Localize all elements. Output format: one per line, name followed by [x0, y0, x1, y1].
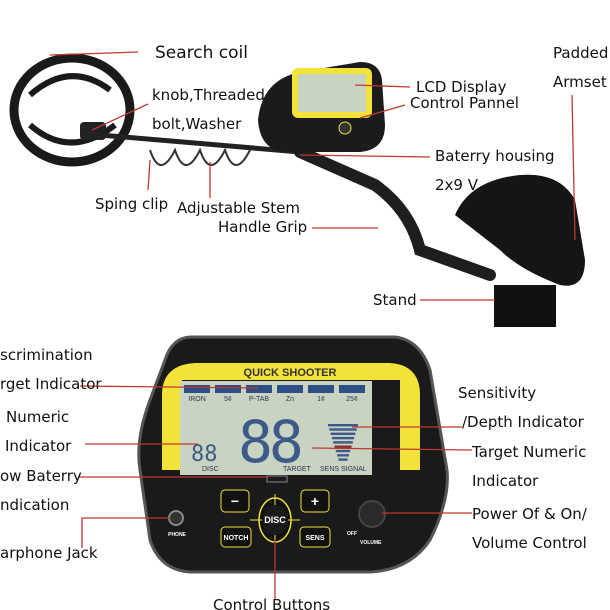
category-label: 5¢ — [224, 396, 232, 403]
disc-label: DISC — [202, 466, 219, 473]
volume-knob[interactable]: OFF VOLUME — [347, 500, 386, 546]
label-discrimination-line1: scrimination — [0, 346, 93, 364]
label-sensitivity-line2: /Depth Indicator — [462, 413, 585, 431]
disc-digits: 88 — [191, 442, 218, 467]
sens-bar — [337, 454, 349, 457]
sens-bar — [338, 458, 348, 461]
yellow-frame — [162, 363, 420, 470]
label-knob-line2: bolt,Washer — [152, 115, 242, 133]
label-control-panel: Control Pannel — [410, 94, 519, 112]
armrest — [455, 174, 585, 286]
label-sensitivity-line1: Sensitivity — [458, 384, 536, 402]
svg-text:VOLUME: VOLUME — [360, 540, 382, 546]
plus-button[interactable]: + — [300, 489, 330, 513]
sens-bar — [329, 428, 357, 431]
label-battery-line1: ow Baterry — [0, 467, 82, 485]
category-label: P-TAB — [249, 396, 269, 403]
svg-text:+: + — [311, 493, 319, 509]
label-handle-grip: Handle Grip — [218, 218, 307, 236]
target-label: TARGET — [283, 466, 312, 473]
category-label: 1¢ — [317, 396, 325, 403]
sens-bar — [331, 436, 355, 440]
low-battery-icon — [266, 475, 288, 483]
category-bar — [184, 385, 210, 393]
label-lcd-display: LCD Display — [416, 78, 507, 96]
disc-button[interactable]: DISC — [250, 494, 300, 546]
sens-signal-bars — [328, 424, 358, 461]
label-discrimination-line2: rget Indicator — [0, 375, 102, 393]
label-earphone: arphone Jack — [0, 544, 98, 562]
category-label: 25¢ — [346, 396, 358, 403]
callout-lines-top — [49, 51, 576, 301]
category-bar — [215, 385, 241, 393]
category-label: IRON — [188, 396, 206, 403]
callout-lines-bottom — [78, 385, 473, 600]
category-label: Zn — [286, 396, 294, 403]
label-numeric-line2: Indicator — [5, 437, 72, 455]
label-numeric-line1: Numeric — [6, 408, 69, 426]
sens-bar — [335, 449, 351, 453]
category-bar — [246, 385, 272, 393]
sens-bar — [330, 432, 356, 435]
stand — [494, 285, 556, 327]
minus-button[interactable]: − — [220, 489, 250, 513]
search-coil — [9, 53, 135, 167]
mini-lcd — [298, 74, 366, 112]
label-battery-line2: ndication — [0, 496, 69, 514]
label-adjustable-stem: Adjustable Stem — [177, 199, 300, 217]
label-battery-housing: Baterry housing — [435, 147, 555, 165]
label-padded-line2: Armset — [553, 73, 607, 91]
category-bar — [339, 385, 365, 393]
svg-text:−: − — [231, 493, 239, 509]
sens-bar — [328, 424, 358, 427]
sens-signal-label: SENS SIGNAL — [320, 466, 367, 473]
svg-text:PHONE: PHONE — [168, 532, 186, 538]
control-box-closeup: QUICK SHOOTER IRON 5¢ P-TAB Zn 1¢ 25¢ 88 DISC… — [137, 335, 449, 574]
svg-text:NOTCH: NOTCH — [224, 535, 249, 542]
lower-stem — [99, 132, 301, 155]
category-bar — [308, 385, 334, 393]
label-target-line1: Target Numeric — [471, 443, 586, 461]
metal-detector-illustration — [9, 53, 585, 327]
svg-text:DISC: DISC — [264, 515, 286, 525]
label-battery-spec: 2x9 V — [435, 176, 479, 194]
mini-buttons — [338, 121, 352, 135]
label-stand: Stand — [373, 291, 417, 309]
target-digits: 88 — [238, 408, 301, 476]
brand-label: QUICK SHOOTER — [244, 367, 337, 379]
svg-text:SENS: SENS — [305, 535, 324, 542]
label-power-line1: Power Of & On/ — [472, 505, 588, 523]
label-padded-line1: Padded — [553, 44, 608, 62]
label-search-coil: Search coil — [155, 43, 248, 63]
label-spring-clip: Sping clip — [95, 195, 168, 213]
label-power-line2: Volume Control — [472, 534, 587, 552]
notch-button[interactable]: NOTCH — [220, 526, 252, 548]
sens-bar — [334, 445, 352, 448]
cable-coil — [149, 147, 251, 166]
label-control-buttons: Control Buttons — [213, 596, 330, 610]
label-target-line2: Indicator — [472, 472, 539, 490]
sens-bar — [333, 441, 353, 444]
upper-stem — [294, 146, 496, 281]
label-knob-line1: knob,Threaded — [152, 86, 265, 104]
svg-text:OFF: OFF — [347, 531, 357, 537]
sens-button[interactable]: SENS — [299, 526, 331, 548]
category-bar — [277, 385, 303, 393]
category-bars: IRON 5¢ P-TAB Zn 1¢ 25¢ — [184, 385, 365, 403]
